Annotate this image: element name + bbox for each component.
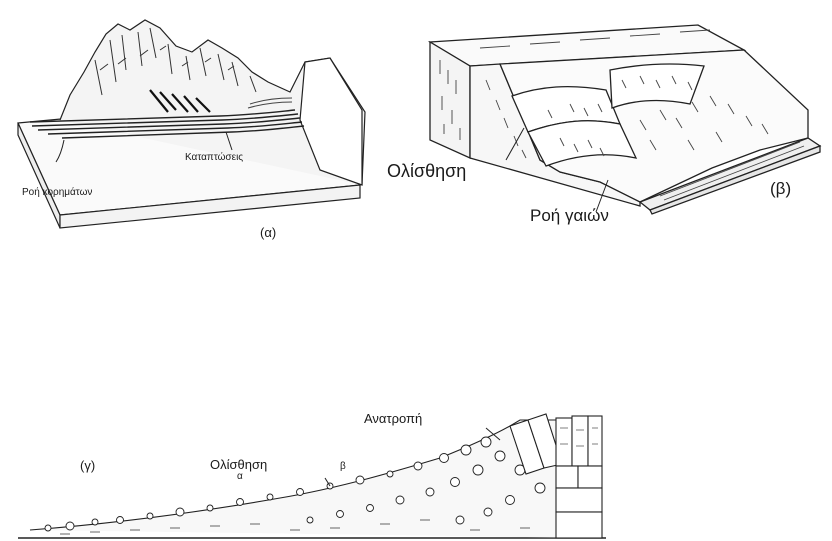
panel-a-caption: (α)	[260, 226, 276, 239]
panel-c-caption: (γ)	[80, 459, 95, 472]
panel-b-block-diagram	[430, 25, 820, 214]
panel-a-debris-flow-label: Ροή κορημάτων	[22, 188, 92, 198]
panel-c-profile	[18, 414, 606, 538]
panel-c-point-beta: β	[340, 462, 346, 472]
panel-b-slide-label: Ολίσθηση	[387, 162, 466, 180]
panel-c-slide-label: Ολίσθηση	[210, 458, 267, 471]
panel-c-topple-label: Ανατροπή	[364, 412, 422, 425]
panel-a-rockfalls-label: Καταπτώσεις	[185, 153, 243, 163]
panel-c-point-alpha: α	[237, 472, 243, 482]
panel-b-caption: (β)	[770, 180, 791, 197]
panel-b-earthflow-label: Ροή γαιών	[530, 207, 609, 224]
